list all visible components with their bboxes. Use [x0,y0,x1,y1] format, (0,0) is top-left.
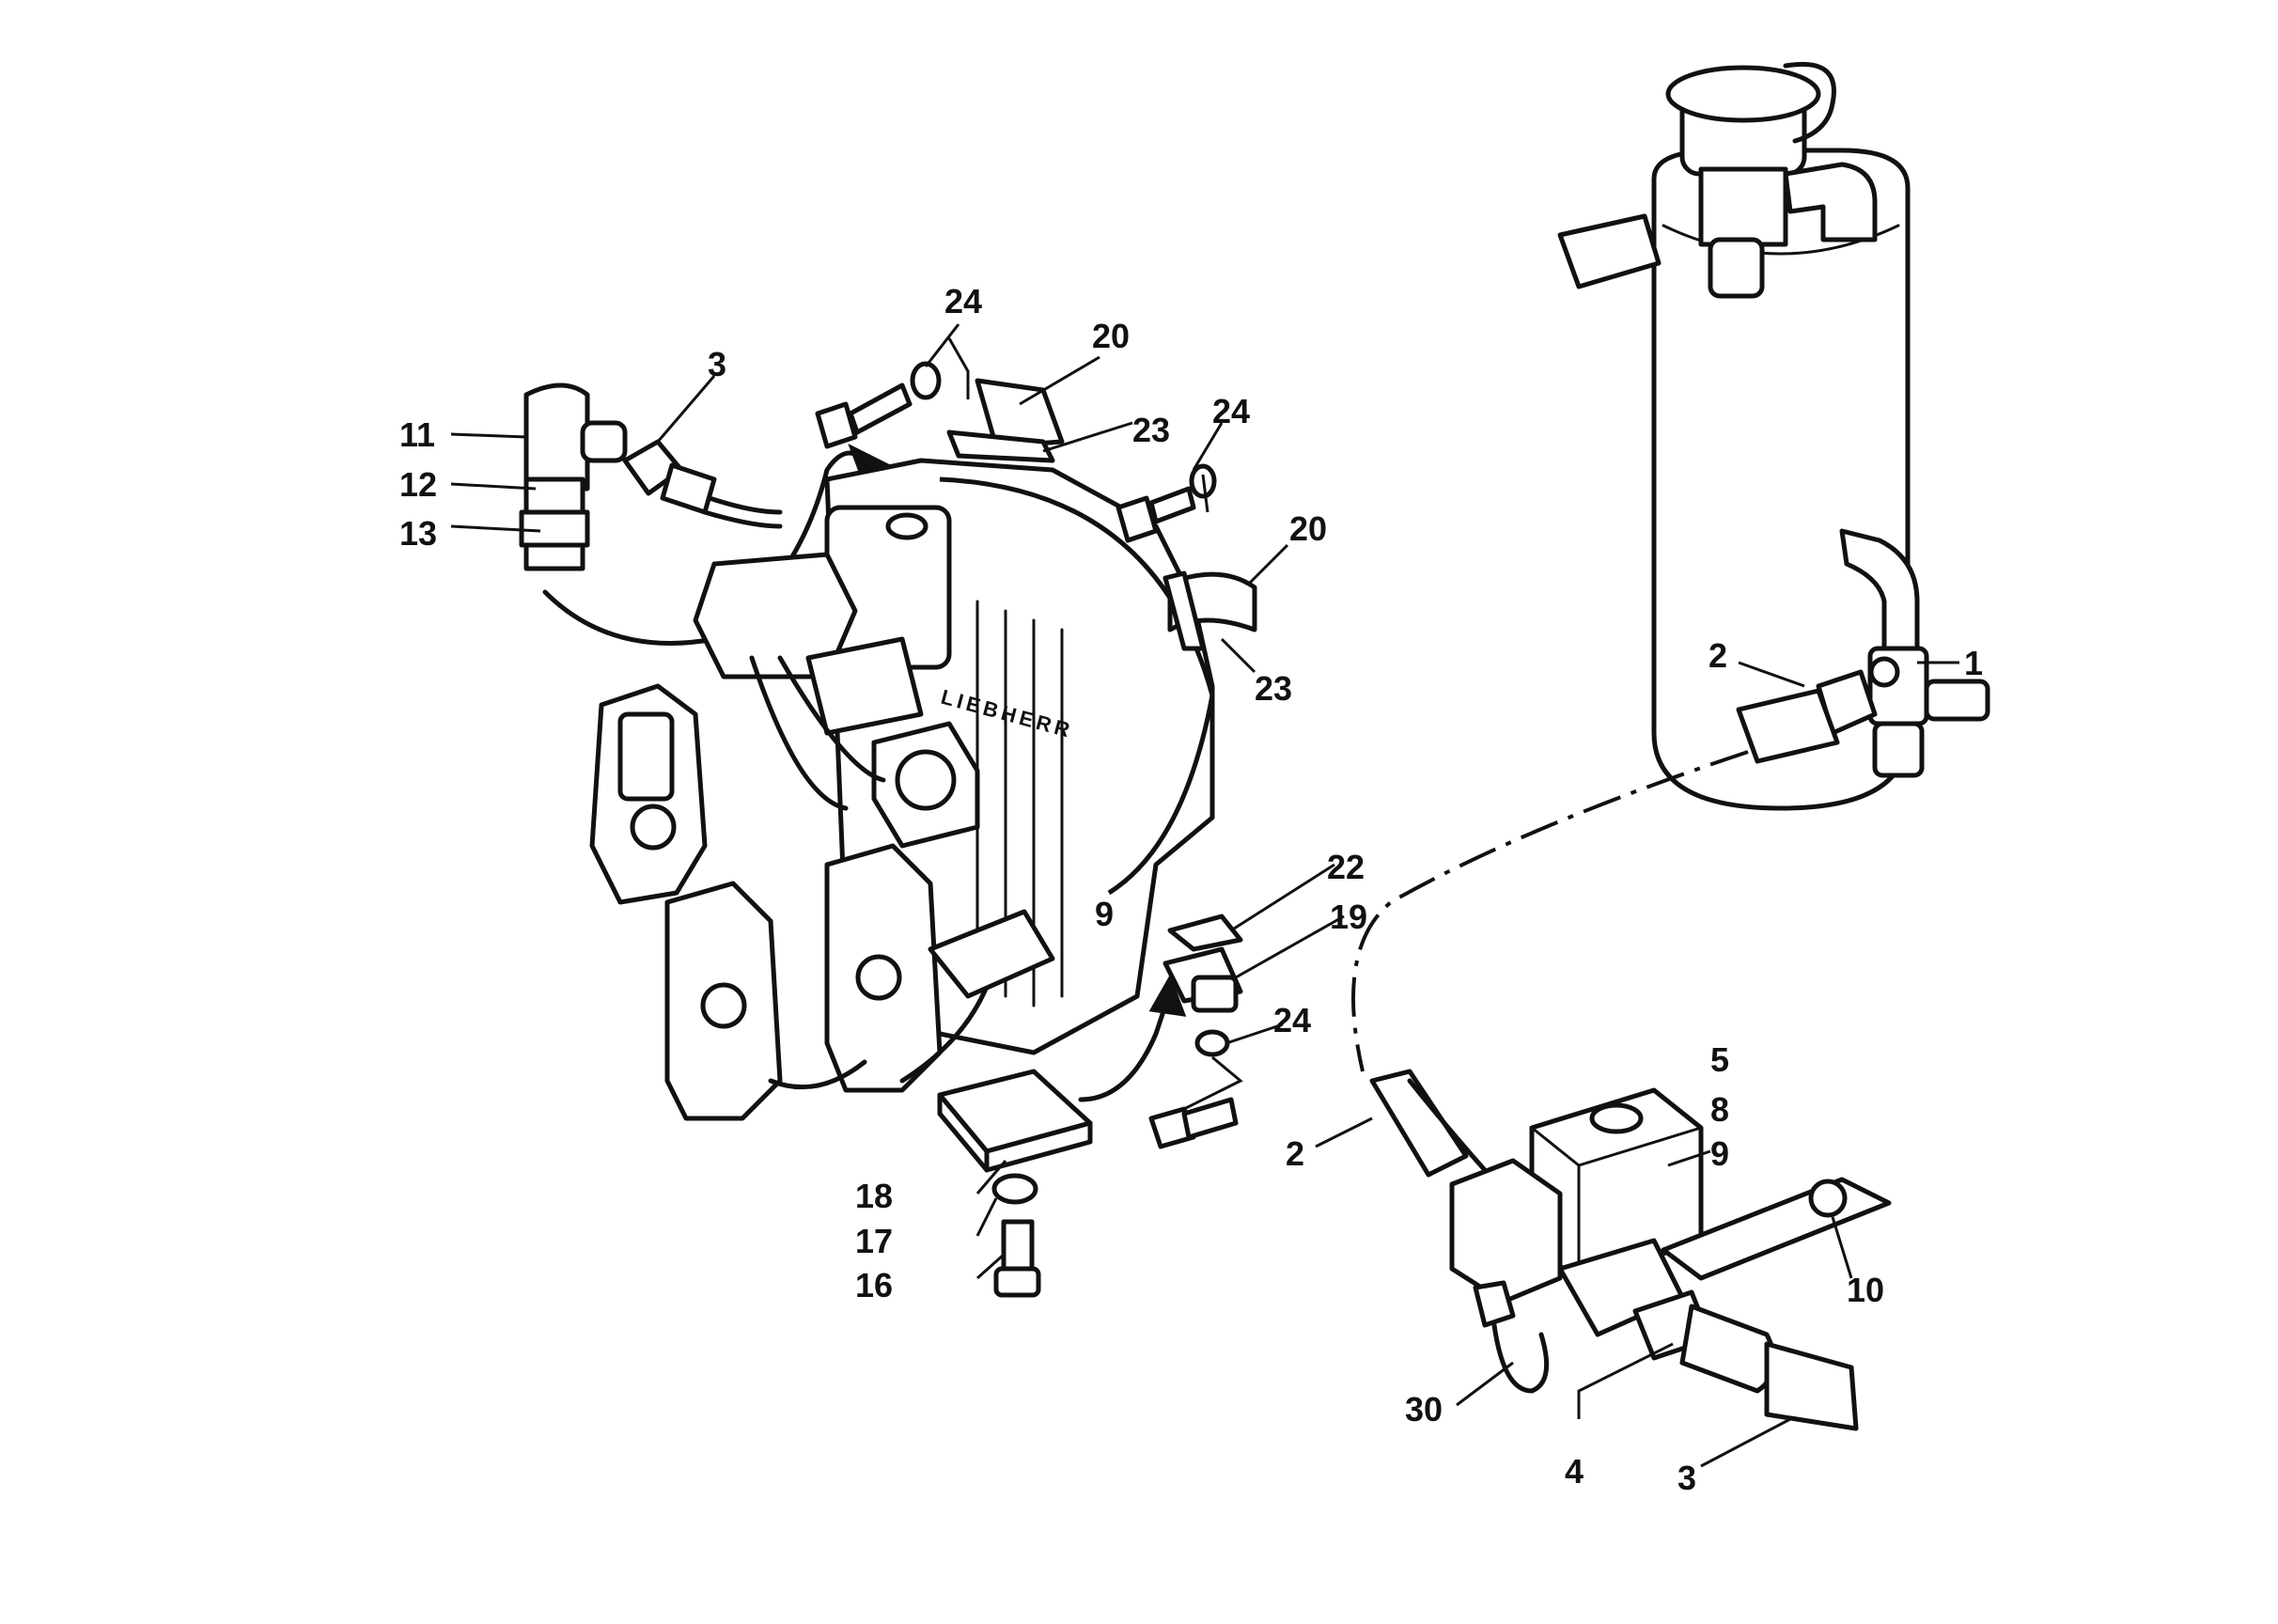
callout-19: 19 [1330,898,1367,936]
callout-2-tank: 2 [1708,636,1727,675]
callout-13: 13 [399,514,437,553]
callout-24-lower: 24 [1273,1001,1311,1039]
callout-11: 11 [399,415,435,454]
callout-23-upper: 23 [1132,411,1170,449]
callout-20-upper: 20 [1092,317,1130,355]
callout-20-lower: 20 [1289,509,1327,548]
support-pad [937,1069,1093,1298]
hydraulic-pumps [589,552,1055,1121]
callout-23-lower: 23 [1255,669,1292,708]
hose-connection [1351,669,1878,1072]
callout-8: 8 [1710,1090,1729,1129]
callout-3-lower: 3 [1677,1459,1696,1497]
callout-10: 10 [1847,1271,1884,1309]
callout-22: 22 [1327,848,1365,886]
pressure-switch [519,383,628,571]
callout-9-valve: 9 [1710,1134,1729,1173]
solenoid-valve-assembly [1369,1069,1892,1431]
callout-3-upper: 3 [708,345,726,383]
callout-1: 1 [1964,644,1983,682]
callout-12: 12 [399,465,437,504]
callout-24-upper: 24 [944,282,982,320]
callout-2-hose: 2 [1286,1134,1304,1173]
callout-30: 30 [1405,1390,1443,1429]
callout-17: 17 [855,1222,893,1260]
callout-4: 4 [1565,1452,1584,1491]
callout-24-middle: 24 [1212,392,1250,430]
callout-labels: 1 2 2 3 3 4 5 8 9 9 10 11 12 13 16 17 18… [399,282,1983,1497]
leader-lines [450,323,1959,1468]
reservoir-tank [1557,61,1990,811]
connector-upper [622,439,783,529]
callout-5: 5 [1710,1040,1729,1079]
callout-9-transmission: 9 [1095,895,1114,933]
callout-18: 18 [855,1177,893,1215]
mount-upper [815,361,1257,651]
assembly-arrow-right [1078,1003,1168,1102]
callout-16: 16 [855,1266,893,1304]
mount-lower [1148,914,1243,1149]
